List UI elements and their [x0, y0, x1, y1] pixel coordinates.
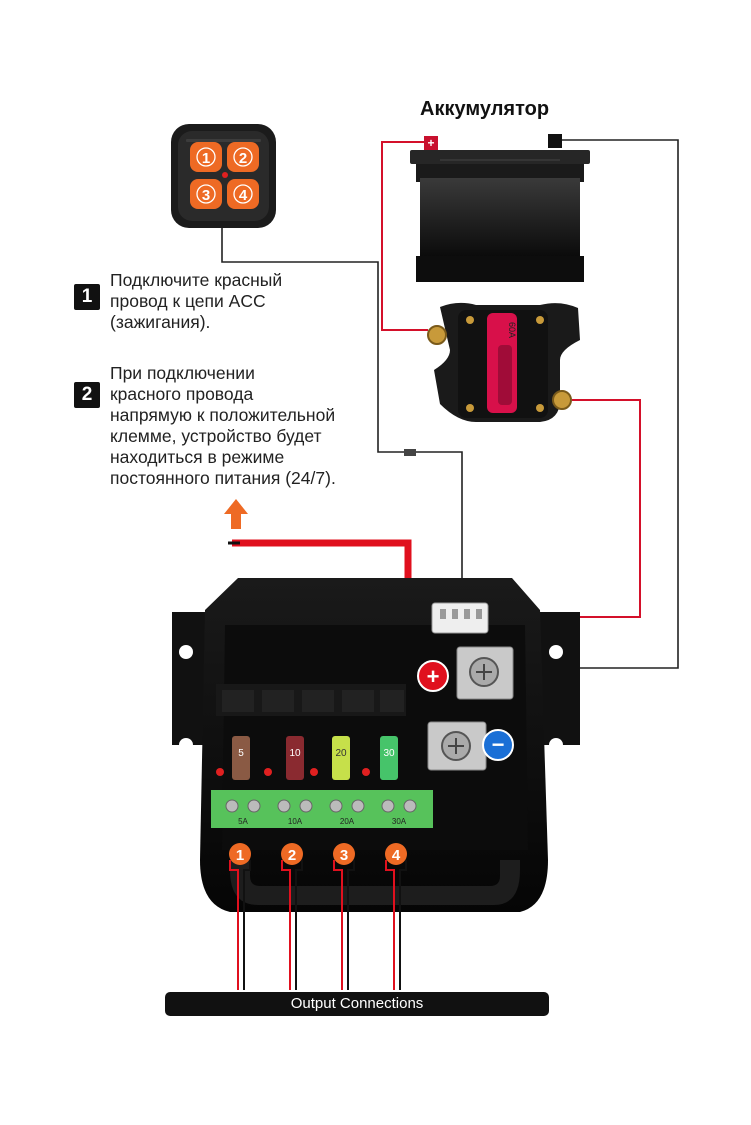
- fuse-4-body: [380, 736, 398, 780]
- plus-badge-icon: +: [417, 660, 449, 692]
- terminal-label-4: 30A: [392, 817, 407, 826]
- power-module: 5 10 20 30 5A 10: [172, 578, 580, 912]
- minus-badge-symbol: −: [492, 732, 505, 757]
- keypad-button-1-label: 1: [202, 150, 210, 167]
- fuse-2-body: [286, 736, 304, 780]
- acc-arrow-icon: [224, 499, 248, 529]
- output-marker-3-label: 3: [340, 847, 348, 864]
- output-wires: [229, 860, 407, 990]
- battery-negative-terminal: [548, 134, 562, 148]
- led-icon: [310, 768, 318, 776]
- fuse-3-body: [332, 736, 350, 780]
- control-connector: [431, 602, 489, 634]
- step-2-number: 2: [74, 382, 100, 408]
- minus-badge-icon: −: [482, 729, 514, 761]
- mount-hole-icon: [549, 645, 563, 659]
- battery: +: [410, 134, 590, 282]
- step-2-text: При подключении красного провода напряму…: [110, 363, 336, 489]
- keypad-button-2: [227, 142, 259, 172]
- output-marker-3: 3: [333, 843, 355, 865]
- battery-positive-terminal: +: [424, 136, 438, 150]
- led-icon: [362, 768, 370, 776]
- relay-row: [216, 684, 406, 716]
- fuse-2-label: 10: [289, 748, 301, 759]
- keypad-button-3: [190, 179, 222, 209]
- fuse-4: 30: [380, 736, 398, 780]
- inline-connector: [404, 449, 416, 456]
- breaker-output-stud: [552, 390, 572, 410]
- step-1-line: провод к цепи ACC: [110, 291, 266, 311]
- step-1-line: (зажигания).: [110, 312, 211, 332]
- keypad-cable: [221, 228, 463, 592]
- keypad-button-3-label: 3: [202, 187, 210, 204]
- keypad-button-4: [227, 179, 259, 209]
- fuse-3: 20: [332, 736, 350, 780]
- battery-positive-wire: [381, 141, 430, 331]
- battery-negative-wire: [512, 139, 679, 669]
- battery-plus-symbol: +: [427, 136, 434, 150]
- keypad-button-2-label: 2: [239, 150, 247, 167]
- step-1-line: Подключите красный: [110, 270, 283, 290]
- step-2-line: постоянного питания (24/7).: [110, 468, 336, 488]
- mount-hole-icon: [179, 738, 193, 752]
- terminal-label-3: 20A: [340, 817, 355, 826]
- output-connections-bar: Output Connections: [165, 992, 549, 1016]
- output-marker-4-label: 4: [392, 847, 401, 864]
- step-2-line: находиться в режиме: [110, 447, 285, 467]
- breaker-input-stud: [427, 325, 447, 345]
- step-2-line: красного провода: [110, 384, 254, 404]
- keypad: 1 2 3 4: [171, 124, 276, 228]
- keypad-button-1: [190, 142, 222, 172]
- terminal-block: 5A 10A 20A 30A: [211, 790, 433, 828]
- fuse-1-body: [232, 736, 250, 780]
- step-1-text: Подключите красный провод к цепи ACC (за…: [110, 270, 282, 333]
- output-marker-2-label: 2: [288, 847, 296, 864]
- fuse-1-label: 5: [238, 748, 244, 759]
- terminal-label-2: 10A: [288, 817, 303, 826]
- plus-badge-symbol: +: [427, 664, 440, 689]
- fuse-3-label: 20: [335, 748, 347, 759]
- led-icon: [216, 768, 224, 776]
- breaker-rating: 60A: [507, 322, 517, 338]
- output-marker-4: 4: [385, 843, 407, 865]
- battery-title: Аккумулятор: [420, 98, 550, 120]
- fuse-1: 5: [232, 736, 250, 780]
- step-2-line: клемме, устройство будет: [110, 426, 322, 446]
- led-icon: [264, 768, 272, 776]
- keypad-led-icon: [222, 172, 228, 178]
- step-2-line: напрямую к положительной: [110, 405, 336, 425]
- output-marker-1-label: 1: [236, 847, 244, 864]
- output-markers: 1 2 3 4: [229, 843, 407, 865]
- output-marker-1: 1: [229, 843, 251, 865]
- output-marker-2: 2: [281, 843, 303, 865]
- positive-stud: [456, 646, 514, 700]
- fuse-2: 10: [286, 736, 304, 780]
- fuse-4-label: 30: [383, 748, 395, 759]
- circuit-breaker: 60A: [427, 302, 580, 422]
- mount-hole-icon: [179, 645, 193, 659]
- terminal-label-1: 5A: [238, 817, 248, 826]
- mount-hole-icon: [549, 738, 563, 752]
- step-2-line: При подключении: [110, 363, 255, 383]
- keypad-button-4-label: 4: [239, 187, 248, 204]
- negative-stud: [427, 721, 487, 771]
- step-1-number: 1: [74, 284, 100, 310]
